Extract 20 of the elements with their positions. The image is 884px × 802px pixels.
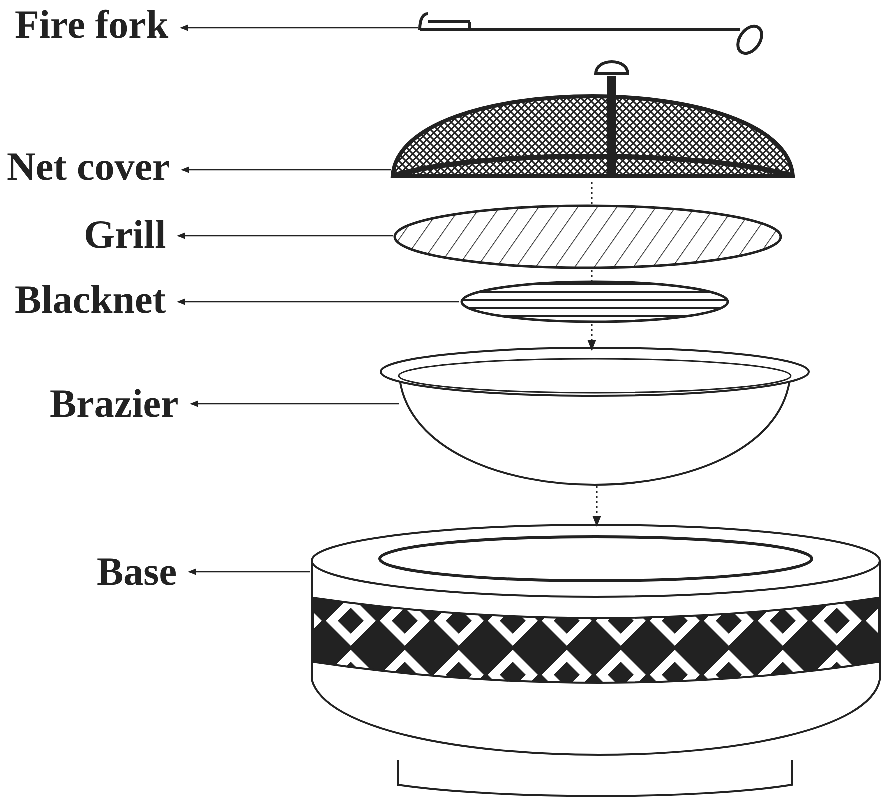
leader-line xyxy=(190,400,399,408)
leader-line xyxy=(177,298,459,306)
part-label: Fire fork xyxy=(15,3,169,47)
blacknet-drawing xyxy=(460,280,730,324)
leader-line xyxy=(180,24,418,32)
dotted-arrow xyxy=(592,486,602,528)
brazier-drawing xyxy=(380,347,810,486)
fire-fork-drawing xyxy=(418,12,764,56)
net-cover-drawing xyxy=(391,60,795,178)
leader-line xyxy=(177,232,393,240)
dotted-arrow xyxy=(588,324,596,352)
part-label: Net cover xyxy=(7,145,170,189)
part-label: Blacknet xyxy=(15,278,166,322)
leader-line xyxy=(188,568,310,576)
part-label: Base xyxy=(97,550,177,594)
base-drawing xyxy=(311,524,881,798)
part-label: Brazier xyxy=(50,382,179,426)
grill-drawing xyxy=(394,204,782,270)
part-label: Grill xyxy=(84,213,166,257)
leader-line xyxy=(181,166,391,174)
